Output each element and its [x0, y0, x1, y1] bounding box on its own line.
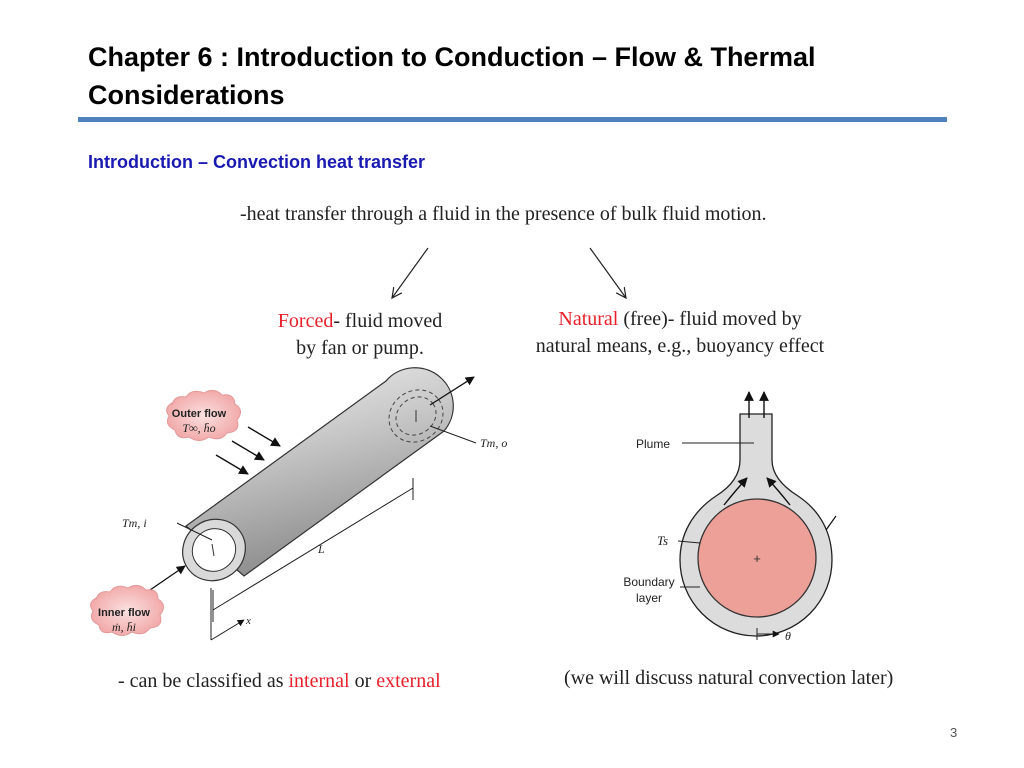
external-term: external — [376, 670, 441, 692]
natural-line1: (free)- fluid moved by — [618, 308, 802, 330]
heated-cylinder — [697, 498, 817, 618]
boundary-layer-label-line2: layer — [636, 591, 662, 605]
rising-flow-arrow-right — [766, 477, 791, 506]
length-label: L — [317, 542, 325, 556]
outlet-temp-label: Tm, o — [480, 436, 507, 450]
classification-middle: or — [349, 670, 377, 692]
natural-convection-note: (we will discuss natural convection late… — [564, 667, 894, 689]
pipe-body — [185, 367, 454, 577]
definition-text: -heat transfer through a fluid in the pr… — [240, 203, 767, 225]
forced-term: Forced — [277, 310, 334, 332]
surface-temp-label: Ts — [657, 533, 668, 548]
outer-flow-symbols: T∞, h̄o — [182, 421, 215, 435]
classification-text: - can be classified as internal or exter… — [118, 670, 441, 693]
inlet-flow-arrow — [149, 565, 186, 591]
inner-flow-symbols: ṁ, h̄i — [112, 620, 136, 634]
classification-prefix: - can be classified as — [118, 670, 289, 692]
angle-label: θ — [785, 629, 791, 643]
plume-label: Plume — [636, 437, 670, 451]
outer-flow-arrow-1 — [247, 426, 281, 447]
inner-flow-label: Inner flow — [98, 607, 150, 619]
forced-description: Forced- fluid moved by fan or pump. — [250, 308, 470, 362]
x-axis-arrow — [210, 619, 245, 641]
slide-title: Chapter 6 : Introduction to Conduction –… — [88, 42, 816, 110]
length-dimension — [212, 487, 414, 611]
natural-term: Natural — [558, 308, 619, 330]
x-axis-label: x — [245, 615, 251, 627]
page-number: 3 — [950, 725, 958, 740]
pipe-inlet-inner — [191, 528, 237, 572]
inlet-temp-label: Tm, i — [122, 516, 147, 530]
title-divider — [78, 117, 947, 122]
cylinder-center-mark: + — [753, 551, 761, 566]
cylinder-diagram: + Plume Ts Boundary layer θ — [623, 391, 837, 643]
natural-line2: natural means, e.g., buoyancy effect — [535, 335, 825, 357]
rising-flow-arrow-left — [723, 477, 748, 506]
natural-description: Natural (free)- fluid moved by natural m… — [505, 306, 855, 360]
outer-flow-label: Outer flow — [172, 408, 227, 420]
forced-line2: by fan or pump. — [296, 337, 424, 359]
arrow-to-forced — [392, 247, 429, 298]
inner-flow-badge: Inner flow ṁ, h̄i — [90, 584, 164, 636]
forced-line1: - fluid moved — [333, 310, 443, 332]
slide-subtitle: Introduction – Convection heat transfer — [88, 152, 426, 172]
pipe-diagram: Outer flow T∞, h̄o Inner flow ṁ, h̄i Tm,… — [90, 367, 507, 641]
arrow-to-natural — [589, 247, 626, 298]
outer-flow-arrow-2 — [231, 440, 265, 461]
internal-term: internal — [288, 670, 350, 692]
outer-flow-arrow-3 — [215, 454, 249, 475]
boundary-layer-label-line1: Boundary — [623, 575, 674, 589]
outer-flow-badge: Outer flow T∞, h̄o — [166, 389, 241, 441]
outlet-flow-arrow — [429, 376, 475, 406]
